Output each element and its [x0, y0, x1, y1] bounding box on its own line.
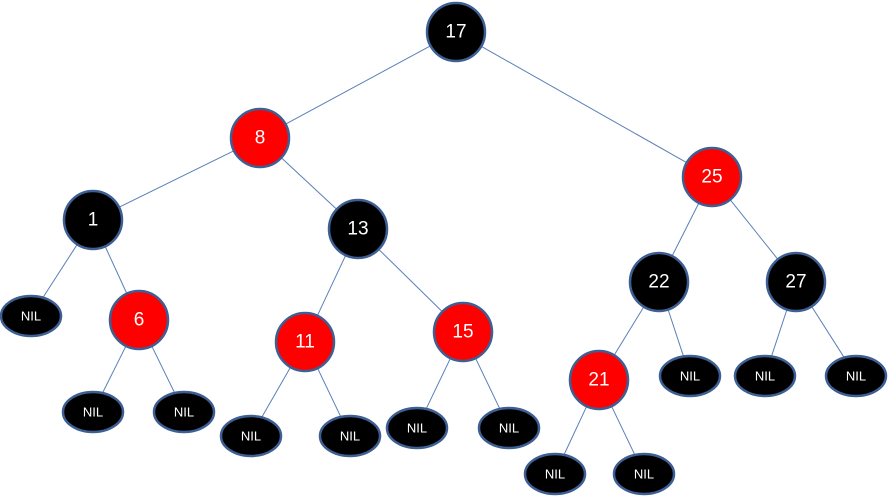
tree-node-n1: 1 [62, 189, 124, 251]
nil-leaf-nil27L: NIL [733, 354, 797, 398]
edge-n25-n27 [730, 200, 778, 259]
red-node-circle [568, 349, 630, 411]
tree-node-n13: 13 [327, 198, 389, 260]
nil-leaf-nil27R: NIL [824, 354, 888, 398]
edge-n21-nil21L [563, 406, 587, 456]
edge-n1-nil1L [41, 244, 78, 299]
red-node-circle [432, 301, 494, 363]
nil-leaf-nil15L: NIL [385, 406, 449, 450]
node-label: NIL [174, 405, 194, 420]
edge-n1-n6 [105, 247, 127, 293]
black-node-circle [152, 390, 216, 434]
node-label: 21 [588, 370, 609, 391]
node-label: NIL [83, 405, 103, 420]
nil-leaf-nil11R: NIL [318, 414, 382, 458]
tree-node-n22: 22 [628, 251, 690, 313]
node-label: 6 [134, 310, 145, 331]
edge-n6-nil6L [101, 346, 127, 394]
edge-n15-nil15L [425, 358, 451, 410]
edge-n6-nil6R [151, 346, 176, 394]
red-node-circle [108, 289, 170, 351]
black-node-circle [824, 354, 888, 398]
red-node-circle [681, 146, 743, 208]
edge-n22-nil22R [667, 310, 684, 357]
node-label: 27 [785, 272, 806, 293]
node-label: 17 [445, 22, 466, 43]
node-label: 13 [347, 219, 368, 240]
tree-node-n27: 27 [765, 251, 827, 313]
node-label: NIL [634, 467, 654, 482]
node-label: 22 [648, 272, 669, 293]
nil-leaf-nil1L: NIL [0, 294, 63, 338]
tree-node-n8: 8 [229, 107, 291, 169]
node-label: NIL [21, 309, 41, 324]
node-label: NIL [340, 429, 360, 444]
red-node-circle [274, 311, 336, 373]
black-node-circle [62, 189, 124, 251]
edge-n17-n8 [286, 45, 430, 125]
black-node-circle [612, 452, 676, 496]
tree-node-n11: 11 [274, 311, 336, 373]
red-node-circle [229, 107, 291, 169]
black-node-circle [733, 354, 797, 398]
black-node-circle [385, 406, 449, 450]
black-node-circle [61, 390, 125, 434]
edge-n27-nil27R [811, 307, 846, 359]
edge-n8-n13 [281, 158, 337, 209]
node-label: NIL [241, 429, 261, 444]
node-label: 11 [295, 332, 315, 353]
edge-n8-n1 [119, 150, 234, 208]
node-label: NIL [846, 369, 866, 384]
tree-node-n17: 17 [425, 1, 487, 63]
nil-leaf-nil6R: NIL [152, 390, 216, 434]
node-label: NIL [680, 369, 700, 384]
black-node-circle [765, 251, 827, 313]
black-node-circle [658, 354, 722, 398]
black-node-circle [327, 198, 389, 260]
node-label: NIL [755, 369, 775, 384]
tree-node-n6: 6 [108, 289, 170, 351]
edge-n11-nil11R [317, 368, 342, 418]
edge-n25-n22 [672, 203, 699, 256]
node-label: NIL [545, 467, 565, 482]
tree-node-n15: 15 [432, 301, 494, 363]
edges-layer [41, 45, 846, 456]
node-label: NIL [499, 421, 519, 436]
node-label: 15 [452, 322, 473, 343]
edge-n13-n15 [379, 249, 442, 312]
black-node-circle [628, 251, 690, 313]
tree-node-n21: 21 [568, 349, 630, 411]
black-node-circle [0, 294, 63, 338]
nil-leaf-nil21L: NIL [523, 452, 587, 496]
edge-n22-n21 [614, 307, 644, 355]
node-label: 25 [701, 167, 722, 188]
black-node-circle [425, 1, 487, 63]
black-node-circle [318, 414, 382, 458]
black-node-circle [523, 452, 587, 496]
edge-n21-nil21R [611, 406, 636, 456]
nil-leaf-nil21R: NIL [612, 452, 676, 496]
black-node-circle [477, 406, 541, 450]
nil-leaf-nil15R: NIL [477, 406, 541, 450]
nil-leaf-nil11L: NIL [219, 414, 283, 458]
node-label: NIL [407, 421, 427, 436]
edge-n27-nil27L [771, 310, 788, 357]
edge-n11-nil11L [261, 367, 291, 419]
nil-leaf-nil22R: NIL [658, 354, 722, 398]
node-label: 1 [88, 210, 99, 231]
nil-leaf-nil6L: NIL [61, 390, 125, 434]
node-label: 8 [255, 128, 266, 149]
black-node-circle [219, 414, 283, 458]
tree-node-n25: 25 [681, 146, 743, 208]
edge-n13-n11 [317, 255, 346, 316]
edge-n15-nil15R [475, 358, 501, 410]
edge-n17-n25 [481, 46, 687, 163]
